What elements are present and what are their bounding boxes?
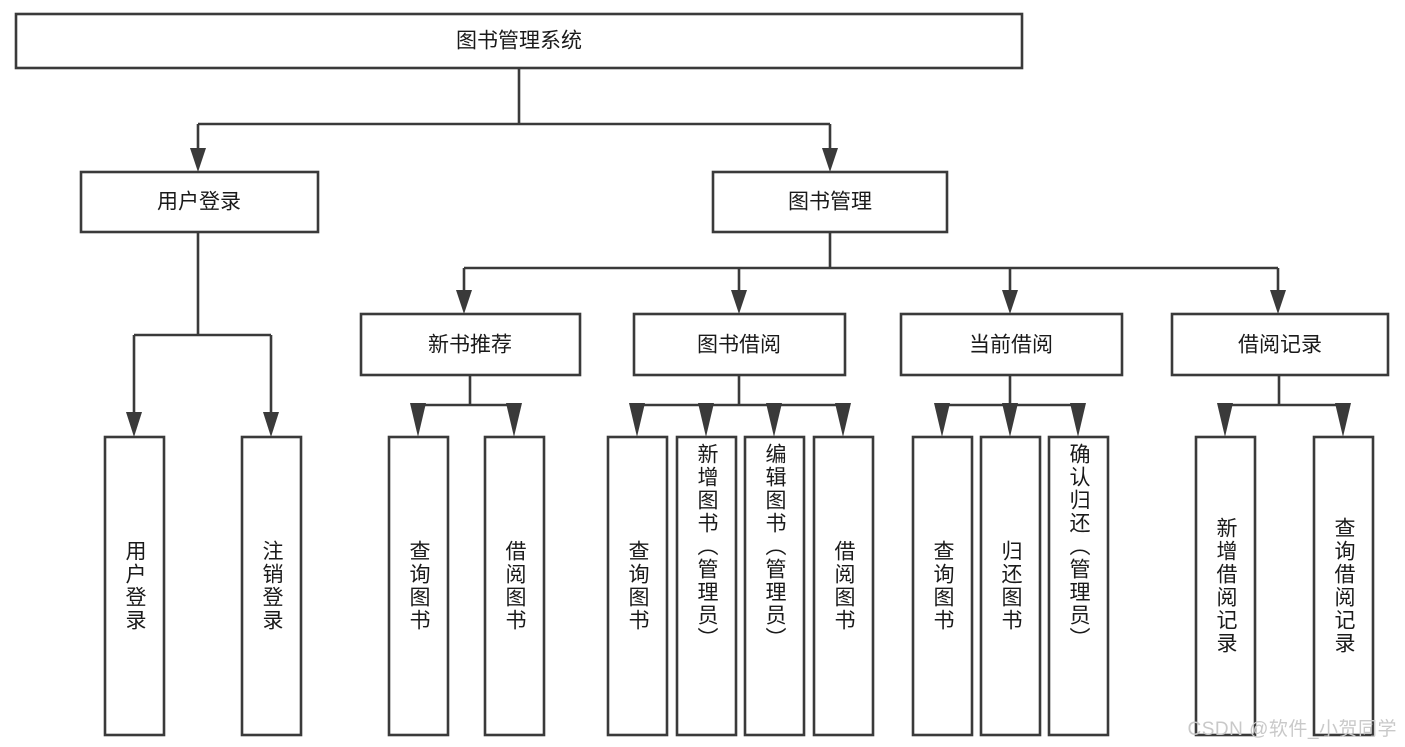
node-root-book-management-system[interactable] [14, 12, 1024, 70]
arrowhead-layer [126, 148, 1351, 437]
arrow-icon-to-leaf-user-login [126, 412, 142, 437]
node-leaf-return-book[interactable] [979, 435, 1042, 737]
arrow-icon-borrow-record-leaf-1 [1217, 403, 1233, 437]
label-borrow-record: 借阅记录 [1238, 334, 1322, 357]
label-root: 图书管理系统 [456, 30, 582, 53]
node-leaf-query-book-2[interactable] [606, 435, 669, 737]
arrow-icon-new-book-leaf-2 [506, 403, 522, 437]
arrow-icon-to-new-book [456, 290, 472, 314]
horizontal-label-layer: 图书管理系统 用户登录 图书管理 新书推荐 图书借阅 当前借阅 借阅记录 [157, 30, 1322, 357]
label-new-book-recommend: 新书推荐 [428, 334, 512, 357]
arrow-icon-new-book-leaf-1 [410, 403, 426, 437]
node-leaf-query-borrow-record[interactable] [1312, 435, 1375, 737]
node-user-login[interactable] [79, 170, 320, 234]
label-book-borrow: 图书借阅 [697, 334, 781, 357]
arrow-icon-book-borrow-leaf-2 [698, 403, 714, 437]
node-leaf-logout[interactable] [240, 435, 303, 737]
node-leaf-add-book-admin[interactable] [675, 435, 738, 737]
arrow-icon-book-borrow-leaf-3 [766, 403, 782, 437]
node-leaf-confirm-return-admin[interactable] [1047, 435, 1110, 737]
label-current-borrow: 当前借阅 [969, 334, 1053, 357]
arrow-icon-to-book-manage [822, 148, 838, 172]
node-borrow-record[interactable] [1170, 312, 1390, 377]
arrow-icon-current-borrow-leaf-2 [1002, 403, 1018, 437]
arrow-icon-to-book-borrow [731, 290, 747, 314]
watermark-text: CSDN @软件_小贺同学 [1187, 719, 1397, 740]
arrow-icon-to-borrow-record [1270, 290, 1286, 314]
arrow-icon-borrow-record-leaf-2 [1335, 403, 1351, 437]
node-box-layer [14, 12, 1390, 737]
node-leaf-query-book-3[interactable] [911, 435, 974, 737]
arrow-icon-current-borrow-leaf-1 [934, 403, 950, 437]
node-leaf-add-borrow-record[interactable] [1194, 435, 1257, 737]
node-leaf-user-login[interactable] [103, 435, 166, 737]
arrow-icon-current-borrow-leaf-3 [1070, 403, 1086, 437]
node-leaf-borrow-book-1[interactable] [483, 435, 546, 737]
arrow-icon-book-borrow-leaf-4 [835, 403, 851, 437]
node-book-management[interactable] [711, 170, 949, 234]
node-current-borrow[interactable] [899, 312, 1124, 377]
node-new-book-recommend[interactable] [359, 312, 582, 377]
arrow-icon-to-user-login [190, 148, 206, 172]
label-user-login: 用户登录 [157, 191, 241, 214]
node-leaf-edit-book-admin[interactable] [743, 435, 806, 737]
node-leaf-borrow-book-2[interactable] [812, 435, 875, 737]
arrow-icon-book-borrow-leaf-1 [629, 403, 645, 437]
arrow-icon-to-leaf-logout [263, 412, 279, 437]
label-book-management: 图书管理 [788, 191, 872, 214]
arrow-icon-to-current-borrow [1002, 290, 1018, 314]
node-book-borrow[interactable] [632, 312, 847, 377]
node-leaf-query-book-1[interactable] [387, 435, 450, 737]
